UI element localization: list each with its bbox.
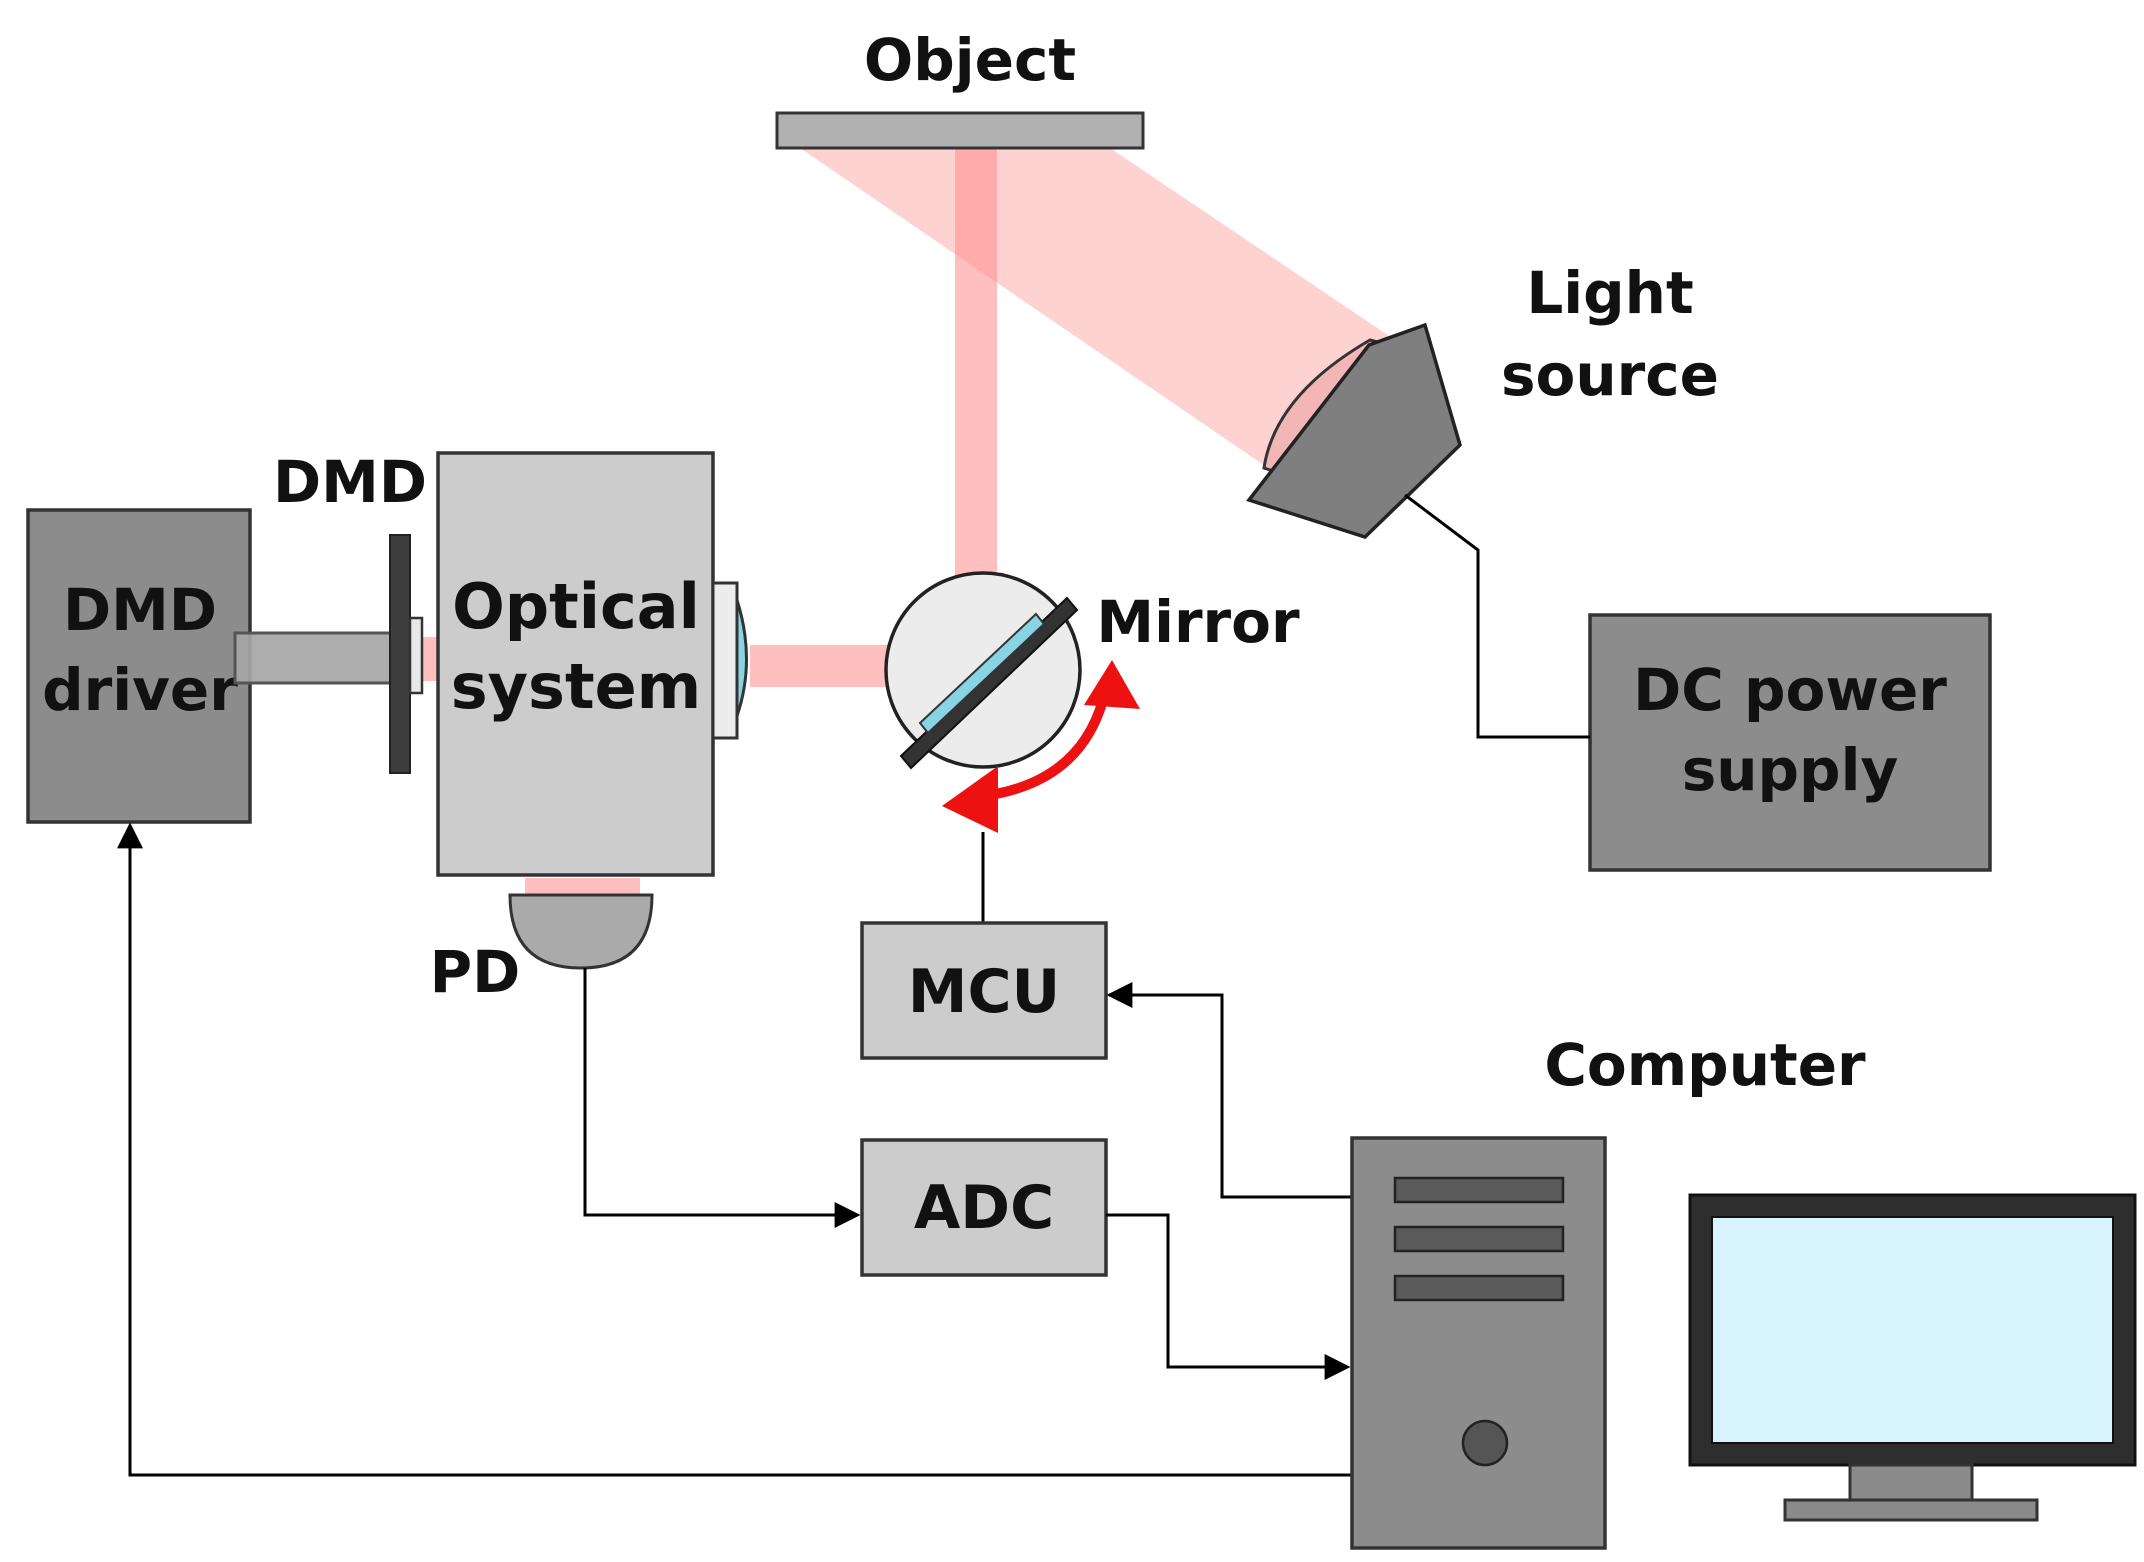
dc-power-supply-box [1588, 613, 1992, 872]
computer-label: Computer [1544, 1031, 1866, 1099]
optical-system-label-2: system [451, 650, 702, 723]
light-source-housing [1246, 322, 1462, 539]
object-label: Object [864, 26, 1076, 94]
pd-label: PD [430, 938, 521, 1006]
object-plate [775, 111, 1145, 150]
dmd-chip [408, 616, 424, 695]
drive-bay-1 [1393, 1176, 1565, 1204]
adc-label: ADC [914, 1173, 1054, 1243]
rotation-arrowhead-up [1084, 660, 1140, 709]
adc-to-computer-wire [1106, 1213, 1351, 1380]
dmd-label: DMD [273, 448, 427, 516]
light-source-label-2: source [1501, 341, 1719, 409]
dmd-connector [233, 631, 412, 685]
mirror-label: Mirror [1096, 588, 1300, 656]
computer-to-mcu-wire [1106, 982, 1352, 1199]
illumination-beam [800, 148, 1395, 468]
optical-lens-mount [711, 581, 739, 740]
dc-power-supply-label: DC power [1633, 656, 1947, 724]
adc-box [860, 1138, 1108, 1277]
pd-detector [508, 893, 654, 970]
light-source-label: Light [1526, 259, 1693, 327]
drive-bay-2 [1393, 1225, 1565, 1253]
computer-tower [1350, 1136, 1607, 1550]
computer-to-dmd-driver-wire [117, 822, 1352, 1477]
rotation-arrowhead-left [942, 766, 998, 833]
optical-system-label: Optical [452, 570, 700, 643]
dmd-driver-label-2: driver [42, 656, 238, 724]
power-wire [1404, 493, 1590, 739]
monitor-neck [1848, 1463, 1974, 1502]
drive-bay-3 [1393, 1274, 1565, 1302]
mirror-glass [918, 612, 1046, 735]
dmd-driver-label: DMD [63, 576, 217, 644]
power-button [1461, 1419, 1509, 1467]
mcu-label: MCU [908, 957, 1060, 1027]
pd-to-adc-wire [583, 968, 861, 1228]
monitor-base [1783, 1498, 2039, 1522]
optical-lens [735, 599, 748, 717]
pd-beam [525, 878, 640, 896]
dmd-driver-box [26, 508, 252, 824]
dc-power-supply-label-2: supply [1682, 736, 1899, 804]
optical-system-box [436, 451, 715, 877]
rotation-arc [989, 698, 1108, 800]
mcu-box [860, 921, 1108, 1060]
dmd-plate [389, 534, 411, 774]
monitor-screen [1711, 1216, 2114, 1444]
